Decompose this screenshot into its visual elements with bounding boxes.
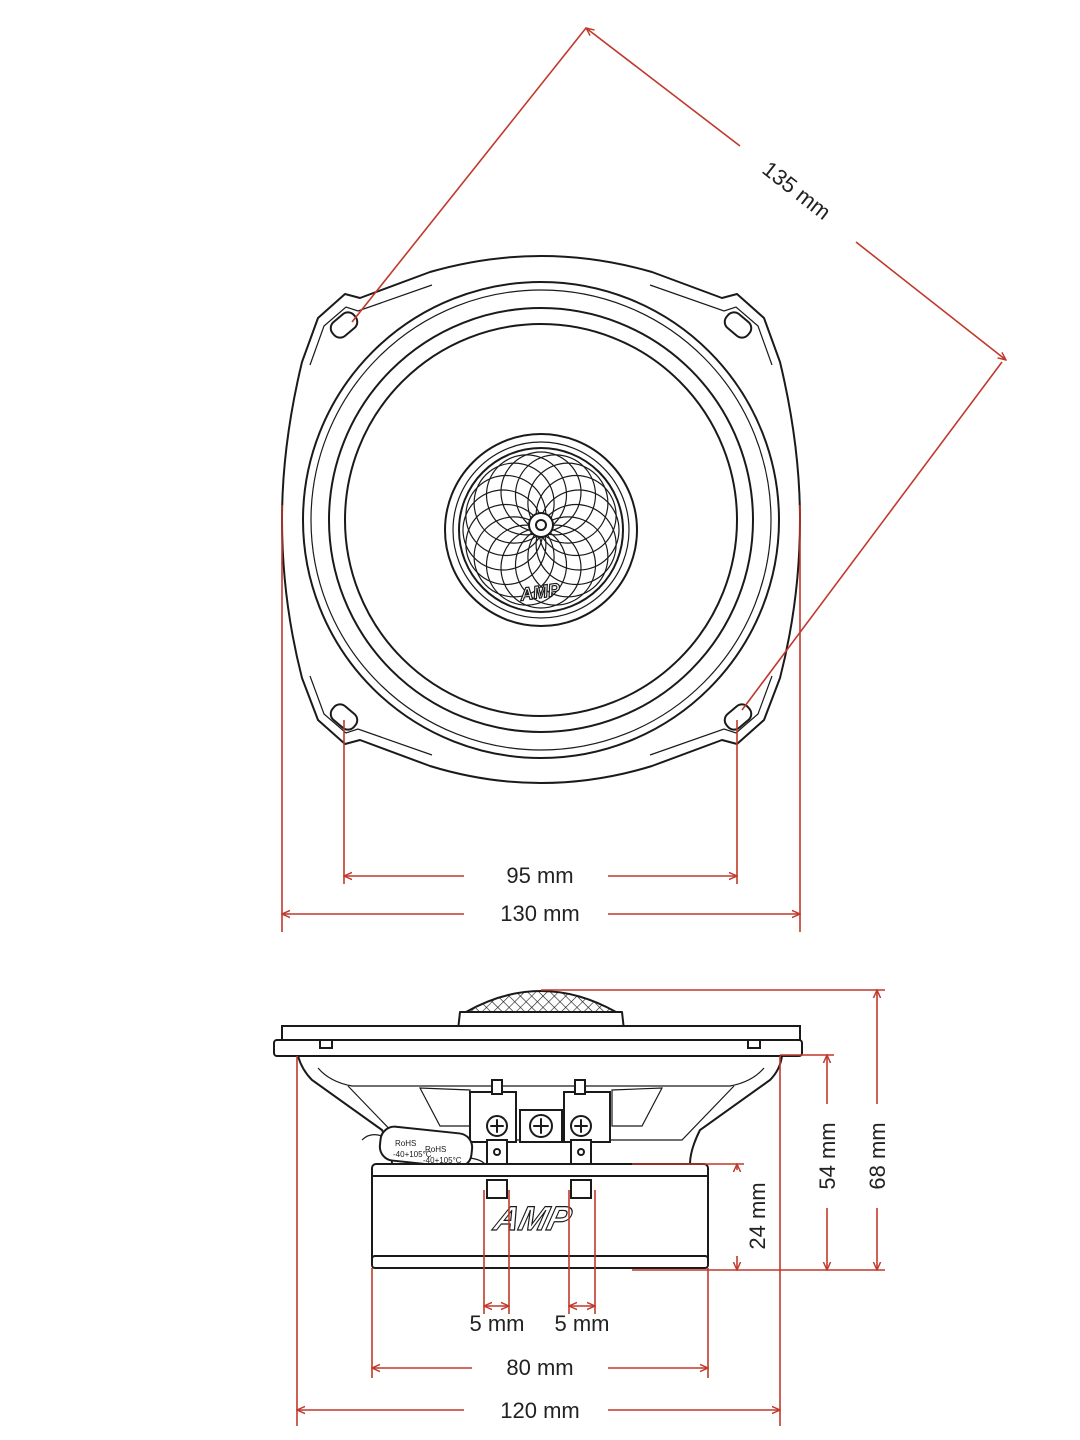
dimension-135mm: 135 mm [351,28,1006,711]
front-frame [281,255,801,784]
dimension-80mm: 80 mm [372,1268,708,1380]
tweeter-grille [444,433,638,627]
terminal-center-screw [519,1109,563,1143]
dimension-24mm: 24 mm [632,1164,770,1270]
dimension-5mm-right-label: 5 mm [555,1311,610,1336]
front-view: AMP [281,255,801,784]
dimension-5mm-left: 5 mm [470,1190,525,1336]
dimension-5mm-right: 5 mm [555,1190,610,1336]
svg-text:RoHS: RoHS [425,1145,446,1154]
svg-text:-40+105°C: -40+105°C [393,1150,432,1159]
dimension-120mm: 120 mm [297,1056,780,1426]
mounting-hole-bottom-right [723,703,753,731]
dimension-120mm-label: 120 mm [500,1398,579,1423]
dimension-95mm: 95 mm [344,720,737,888]
grille-petal [527,462,609,544]
mounting-hole-top-right [723,311,753,339]
mounting-hole-top-left [329,311,359,339]
svg-text:AMP: AMP [518,579,562,605]
dimension-54mm-label: 54 mm [815,1122,840,1189]
magnet-logo: AMP [489,1200,577,1239]
side-view: RoHS -40+105°C RoHS -40+105°C AMP [273,990,803,1269]
cone-edge [344,323,738,717]
dimension-68mm: 68 mm [541,990,890,1270]
outer-ring [302,281,780,759]
magnet [371,1163,709,1269]
mounting-hole-bottom-left [329,703,359,731]
svg-text:-40+105°C: -40+105°C [423,1156,462,1165]
grille-petal [485,524,568,606]
dimension-135mm-label: 135 mm [758,156,836,225]
svg-text:RoHS: RoHS [395,1139,416,1148]
svg-text:AMP: AMP [489,1200,576,1237]
dimension-24mm-label: 24 mm [745,1182,770,1249]
mounting-flange [281,1025,801,1041]
dimension-5mm-left-label: 5 mm [470,1311,525,1336]
dimension-130mm-label: 130 mm [500,901,579,926]
dimension-80mm-label: 80 mm [506,1355,573,1380]
dimension-130mm: 130 mm [282,505,800,932]
dimension-95mm-label: 95 mm [506,863,573,888]
dimension-54mm: 54 mm [780,1055,840,1270]
surround-ring [328,307,754,733]
tweeter-dome [462,990,620,1013]
grille-petal [514,454,597,536]
grille-petal [535,503,617,586]
brand-logo: AMP [517,579,563,606]
dimension-68mm-label: 68 mm [865,1122,890,1189]
